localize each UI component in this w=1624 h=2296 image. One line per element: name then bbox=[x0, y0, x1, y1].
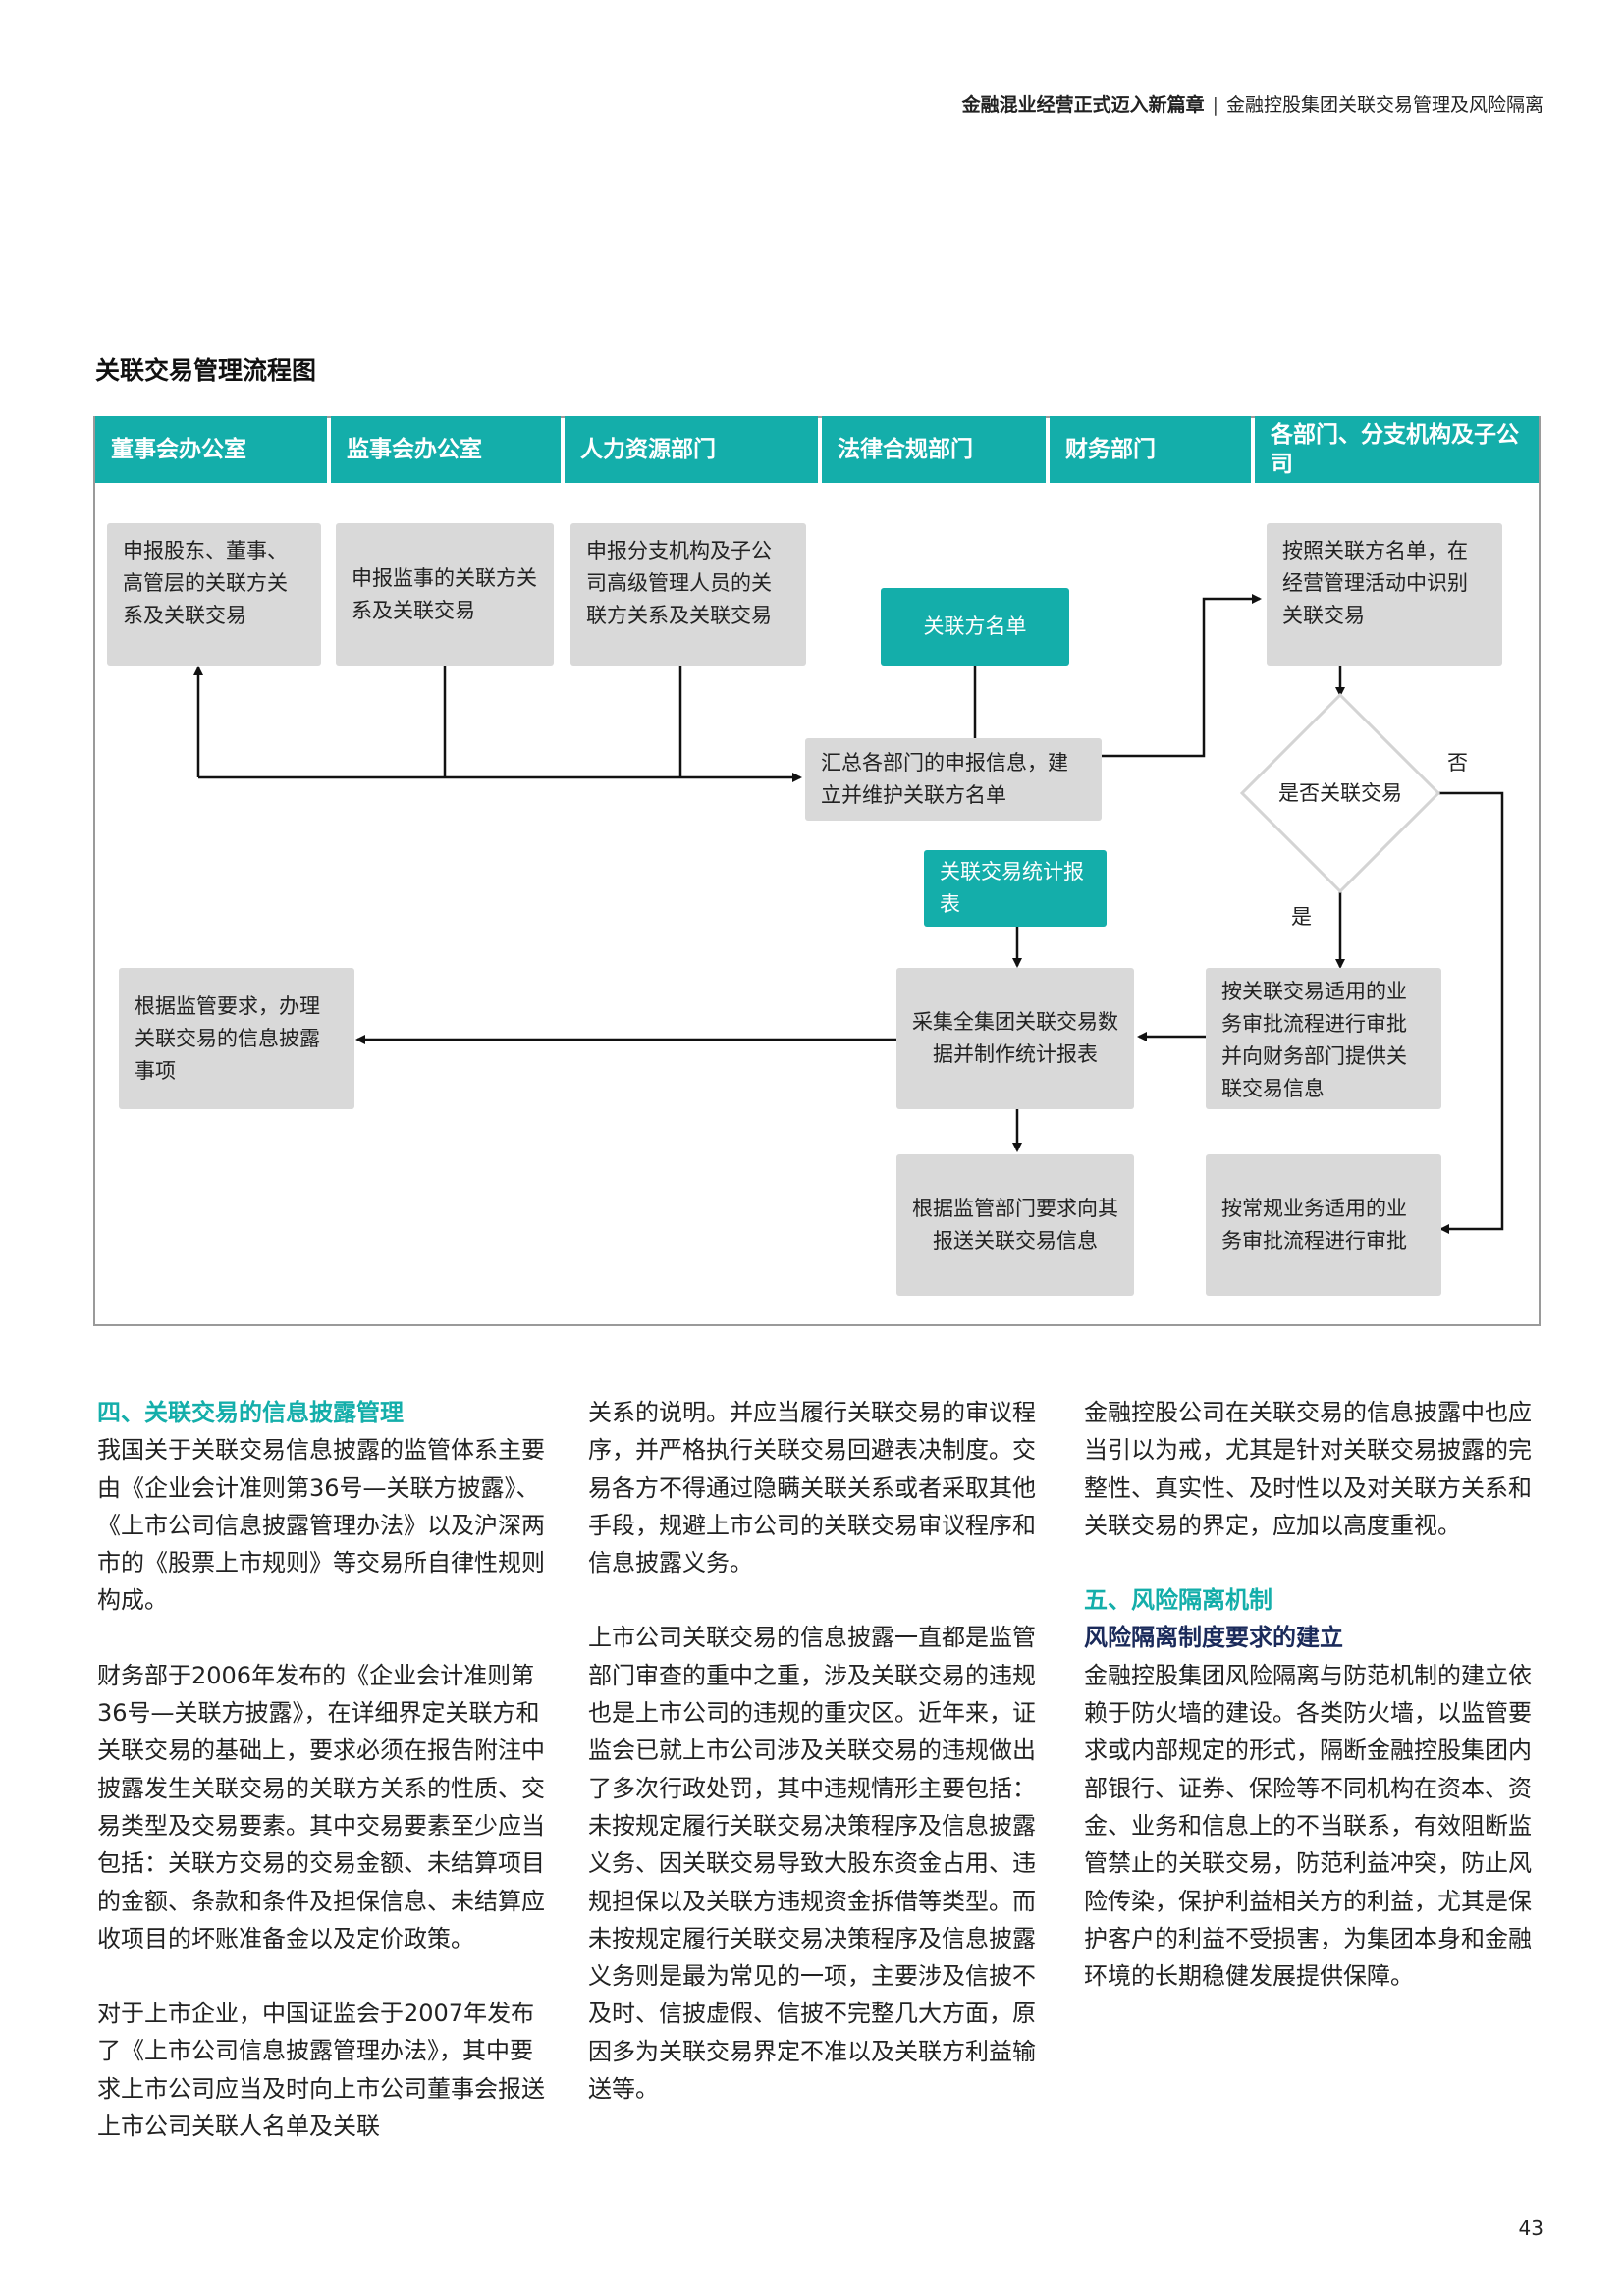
col2-paragraph-2: 上市公司关联交易的信息披露一直都是监管部门审查的重中之重，涉及关联交易的违规也是… bbox=[588, 1624, 1036, 2104]
header-title-left: 金融混业经营正式迈入新篇章 bbox=[961, 94, 1205, 116]
box-collect: 采集全集团关联交易数据并制作统计报表 bbox=[896, 968, 1134, 1109]
header-separator: | bbox=[1212, 94, 1218, 116]
text-column-1: 四、关联交易的信息披露管理 我国关于关联交易信息披露的监管体系主要由《企业会计准… bbox=[97, 1394, 549, 2145]
connector-decision-no bbox=[1438, 791, 1504, 1234]
box-disclosure: 根据监管要求，办理关联交易的信息披露事项 bbox=[119, 968, 354, 1109]
decision-diamond bbox=[1239, 692, 1441, 894]
box-related-party-list: 关联方名单 bbox=[881, 588, 1069, 666]
box-regular-approval: 按常规业务适用的业务审批流程进行审批 bbox=[1206, 1154, 1441, 1296]
section-heading-risk-isolation: 五、风险隔离机制 bbox=[1084, 1586, 1272, 1615]
flowchart-title: 关联交易管理流程图 bbox=[95, 356, 317, 385]
col1-paragraph-1: 我国关于关联交易信息披露的监管体系主要由《企业会计准则第36号—关联方披露》、《… bbox=[97, 1436, 545, 1615]
col1-paragraph-2: 财务部于2006年发布的《企业会计准则第36号—关联方披露》，在详细界定关联方和… bbox=[97, 1661, 545, 1952]
connector-aggregate-to-identify bbox=[1102, 594, 1262, 758]
box-submit: 根据监管部门要求向其报送关联交易信息 bbox=[896, 1154, 1134, 1296]
header-title-right: 金融控股集团关联交易管理及风险隔离 bbox=[1225, 94, 1543, 116]
lane-header-hr: 人力资源部门 bbox=[565, 416, 818, 483]
col2-paragraph-1: 关系的说明。并应当履行关联交易的审议程序，并严格执行关联交易回避表决制度。交易各… bbox=[588, 1399, 1036, 1577]
lane-header-board: 董事会办公室 bbox=[95, 416, 327, 483]
decision-label: 是否关联交易 bbox=[1278, 781, 1402, 805]
text-column-3: 金融控股公司在关联交易的信息披露中也应当引以为戒，尤其是针对关联交易披露的完整性… bbox=[1084, 1394, 1536, 1995]
page-number: 43 bbox=[1518, 2216, 1543, 2240]
col3-paragraph-2: 金融控股集团风险隔离与防范机制的建立依赖于防火墙的建设。各类防火墙，以监管要求或… bbox=[1084, 1661, 1532, 1991]
label-no: 否 bbox=[1447, 751, 1468, 774]
box-supervisor-report: 申报监事的关联方关系及关联交易 bbox=[336, 523, 554, 666]
box-board-report: 申报股东、董事、高管层的关联方关系及关联交易 bbox=[107, 523, 321, 666]
subheading-risk-isolation: 风险隔离制度要求的建立 bbox=[1084, 1624, 1343, 1652]
lane-header-legal: 法律合规部门 bbox=[822, 416, 1046, 483]
label-yes: 是 bbox=[1291, 905, 1312, 929]
box-aggregate: 汇总各部门的申报信息，建立并维护关联方名单 bbox=[805, 738, 1102, 821]
box-hr-report: 申报分支机构及子公司高级管理人员的关联方关系及关联交易 bbox=[570, 523, 806, 666]
section-heading-disclosure: 四、关联交易的信息披露管理 bbox=[97, 1399, 404, 1426]
box-identify: 按照关联方名单，在经营管理活动中识别关联交易 bbox=[1267, 523, 1502, 666]
text-column-2: 关系的说明。并应当履行关联交易的审议程序，并严格执行关联交易回避表决制度。交易各… bbox=[588, 1394, 1040, 2108]
running-header: 金融混业经营正式迈入新篇章 | 金融控股集团关联交易管理及风险隔离 bbox=[962, 90, 1543, 117]
box-related-approval: 按关联交易适用的业务审批流程进行审批并向财务部门提供关联交易信息 bbox=[1206, 968, 1441, 1109]
col3-paragraph-1: 金融控股公司在关联交易的信息披露中也应当引以为戒，尤其是针对关联交易披露的完整性… bbox=[1084, 1399, 1532, 1539]
col1-paragraph-3: 对于上市企业，中国证监会于2007年发布了《上市公司信息披露管理办法》，其中要求… bbox=[97, 2000, 545, 2141]
lane-header-supervisors: 监事会办公室 bbox=[331, 416, 561, 483]
lane-header-finance: 财务部门 bbox=[1050, 416, 1251, 483]
lane-header-subsidiaries: 各部门、分支机构及子公司 bbox=[1255, 416, 1539, 483]
box-stats-report: 关联交易统计报表 bbox=[924, 850, 1107, 927]
